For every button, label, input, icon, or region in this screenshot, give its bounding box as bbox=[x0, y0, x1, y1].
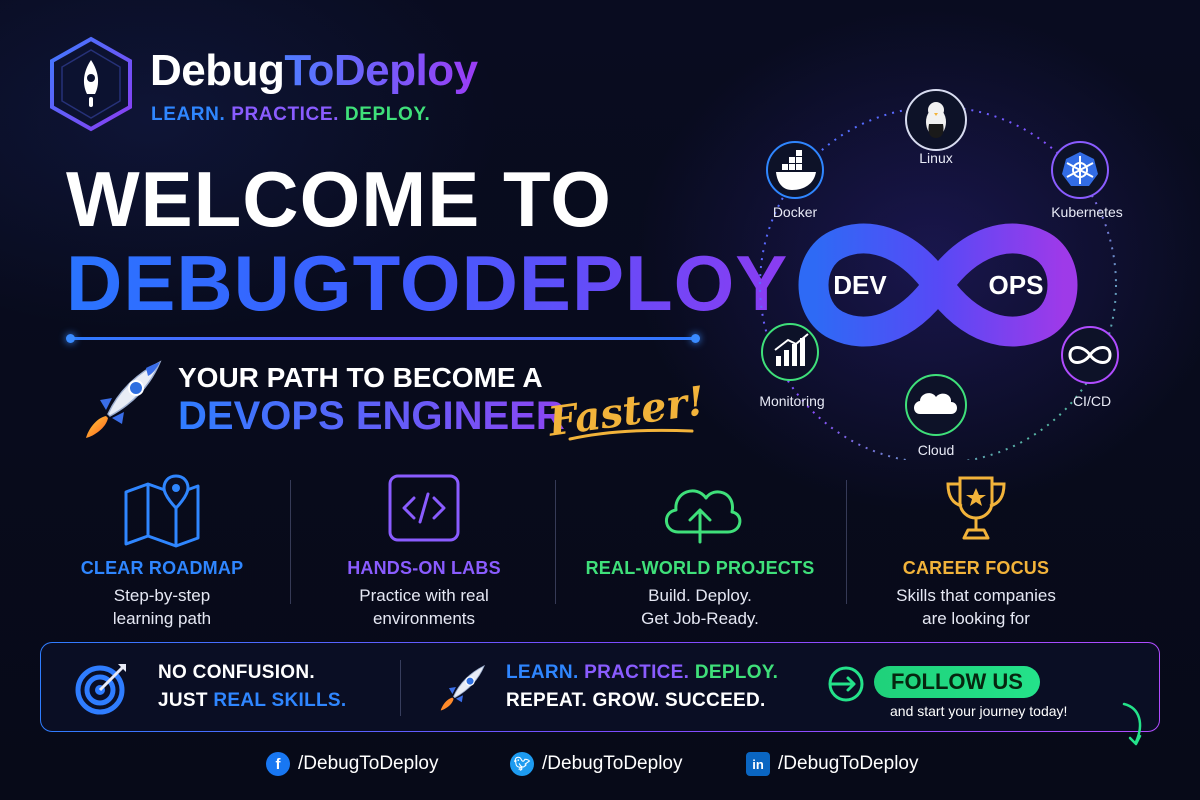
feature-title: CAREER FOCUS bbox=[902, 558, 1050, 578]
tool-label-monitoring: Monitoring bbox=[759, 393, 825, 409]
social-handle: /DebugToDeploy bbox=[542, 753, 683, 774]
trophy-icon bbox=[946, 476, 1006, 540]
arrow-circle-icon bbox=[828, 666, 864, 702]
follow-us-subtext: and start your journey today! bbox=[890, 703, 1068, 719]
tool-label-linux: Linux bbox=[919, 150, 953, 166]
rocket-icon bbox=[86, 360, 162, 438]
target-icon bbox=[75, 664, 126, 715]
devops-ops-label: OPS bbox=[989, 270, 1044, 300]
social-facebook[interactable]: f /DebugToDeploy bbox=[266, 752, 438, 776]
social-twitter[interactable]: 🐦︎ /DebugToDeploy bbox=[510, 752, 682, 776]
feature-real-world-projects: REAL-WORLD PROJECTS Build. Deploy.Get Jo… bbox=[580, 472, 820, 631]
follow-us-button[interactable]: FOLLOW US bbox=[874, 666, 1040, 698]
feature-divider bbox=[555, 480, 556, 604]
hero-subtitle-line1: YOUR PATH TO BECOME A bbox=[178, 362, 543, 393]
twitter-icon: 🐦︎ bbox=[510, 752, 534, 776]
kubernetes-icon bbox=[1051, 141, 1109, 199]
cicd-icon bbox=[1061, 326, 1119, 384]
social-handle: /DebugToDeploy bbox=[778, 753, 919, 774]
tool-label-docker: Docker bbox=[772, 204, 818, 220]
devops-dev-label: DEV bbox=[833, 270, 887, 300]
brand-name: DebugToDeploy bbox=[150, 46, 478, 95]
cloud-upload-icon bbox=[665, 489, 742, 544]
feature-desc: Build. Deploy.Get Job-Ready. bbox=[641, 586, 759, 628]
cloud-icon bbox=[905, 374, 967, 436]
monitoring-icon bbox=[761, 323, 819, 381]
facebook-icon: f bbox=[266, 752, 290, 776]
social-handle: /DebugToDeploy bbox=[298, 753, 439, 774]
map-pin-icon bbox=[124, 474, 200, 548]
social-linkedin[interactable]: in /DebugToDeploy bbox=[746, 752, 918, 776]
feature-divider bbox=[846, 480, 847, 604]
tool-label-cloud: Cloud bbox=[917, 442, 955, 458]
hero-subtitle-line2: DEVOPS ENGINEER bbox=[178, 394, 565, 438]
code-icon bbox=[388, 474, 460, 542]
banner-divider bbox=[400, 660, 401, 716]
linux-icon bbox=[905, 89, 967, 151]
hero-title-line1: WELCOME TO bbox=[66, 155, 612, 243]
brand-logo-icon bbox=[50, 36, 132, 132]
banner-no-confusion: NO CONFUSION. JUST REAL SKILLS. bbox=[158, 662, 347, 711]
hero-divider bbox=[66, 334, 700, 343]
feature-title: CLEAR ROADMAP bbox=[80, 558, 244, 578]
feature-title: HANDS-ON LABS bbox=[347, 558, 501, 578]
linkedin-icon: in bbox=[746, 752, 770, 776]
docker-icon bbox=[766, 141, 824, 199]
tool-label-cicd: CI/CD bbox=[1072, 393, 1112, 409]
feature-divider bbox=[290, 480, 291, 604]
curved-arrow-icon bbox=[1122, 702, 1142, 746]
accent-underline bbox=[568, 428, 694, 441]
devops-diagram: DEV OPS bbox=[740, 80, 1140, 460]
feature-title: REAL-WORLD PROJECTS bbox=[585, 558, 815, 578]
tool-label-kubernetes: Kubernetes bbox=[1051, 204, 1123, 220]
brand-tagline: LEARN. PRACTICE. DEPLOY. bbox=[151, 104, 431, 125]
rocket-small-icon bbox=[440, 664, 485, 711]
banner-learn-practice-deploy: LEARN. PRACTICE. DEPLOY. REPEAT. GROW. S… bbox=[506, 662, 779, 711]
hero-title-line2: DEBUGTODEPLOY bbox=[66, 239, 789, 327]
